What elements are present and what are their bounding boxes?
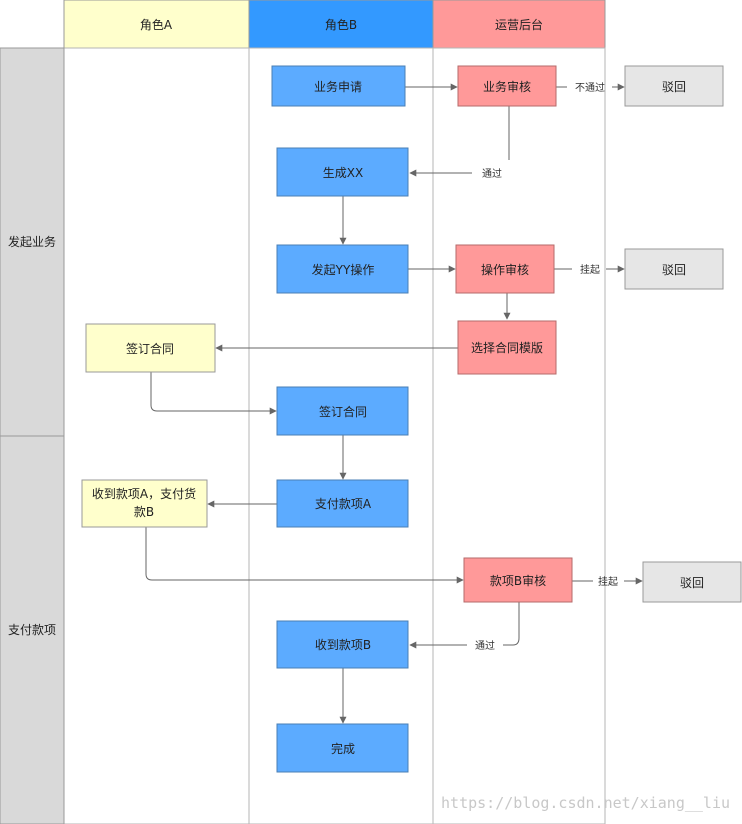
lane-header-ops-label: 运营后台 xyxy=(495,17,543,32)
node-review-label: 业务审核 xyxy=(483,79,531,94)
node-recv-b-label: 收到款项B xyxy=(315,638,371,652)
watermark: https://blog.csdn.net/xiang__liu xyxy=(441,794,730,812)
node-recv-b xyxy=(276,620,409,669)
edge-reviewb-down xyxy=(503,602,520,646)
node-op-yy-label: 发起YY操作 xyxy=(312,262,375,277)
edge-label-hold-2: 挂起 xyxy=(598,575,618,588)
node-recv-a-label-2: 款B xyxy=(134,505,154,519)
node-template-label: 选择合同模版 xyxy=(471,340,543,355)
node-sign-a xyxy=(85,323,216,373)
node-apply xyxy=(271,65,406,107)
node-sign-b-label: 签订合同 xyxy=(319,404,367,419)
node-reject-1-label: 驳回 xyxy=(662,80,686,94)
node-op-review-label: 操作审核 xyxy=(481,262,529,277)
edge-signa-signb xyxy=(150,372,277,415)
node-pay-a xyxy=(276,479,409,528)
node-pay-a-label: 支付款项A xyxy=(315,497,372,511)
phase-initiate xyxy=(0,47,65,437)
node-gen-label: 生成XX xyxy=(323,166,363,180)
node-op-yy xyxy=(276,244,409,294)
node-template xyxy=(457,320,557,375)
lane-header-role-a xyxy=(63,0,250,49)
lane-ops xyxy=(432,47,606,824)
node-review-b-label: 款项B审核 xyxy=(490,573,546,588)
node-review xyxy=(457,65,557,107)
node-sign-a-label: 签订合同 xyxy=(126,341,174,356)
node-done xyxy=(276,723,409,773)
node-gen xyxy=(276,147,409,197)
node-reject-2-label: 驳回 xyxy=(662,263,686,277)
edge-recva-reviewb xyxy=(145,527,464,584)
node-done-label: 完成 xyxy=(331,741,355,756)
edge-label-pass-1: 通过 xyxy=(482,167,502,180)
edge-label-pass-2: 通过 xyxy=(475,639,495,652)
phase-pay-label: 支付款项 xyxy=(8,623,56,637)
node-reject-1 xyxy=(624,65,724,107)
lane-header-role-b xyxy=(248,0,434,49)
phase-pay xyxy=(0,435,65,824)
node-recv-a-label-1: 收到款项A，支付货 xyxy=(92,486,196,501)
node-review-b xyxy=(463,557,573,603)
phase-initiate-label: 发起业务 xyxy=(8,234,56,249)
node-reject-3 xyxy=(642,561,742,603)
lane-header-role-b-label: 角色B xyxy=(325,18,357,32)
lane-header-role-a-label: 角色A xyxy=(140,18,173,32)
node-apply-label: 业务申请 xyxy=(314,79,362,94)
lane-header-ops xyxy=(432,0,606,49)
edge-label-not-pass: 不通过 xyxy=(575,81,605,94)
node-recv-a xyxy=(81,479,208,528)
node-sign-b xyxy=(276,386,409,436)
node-reject-3-label: 驳回 xyxy=(680,576,704,590)
lane-role-a xyxy=(63,47,250,824)
edge-label-hold-1: 挂起 xyxy=(580,263,600,276)
node-reject-2 xyxy=(624,248,724,290)
node-op-review xyxy=(455,244,555,294)
